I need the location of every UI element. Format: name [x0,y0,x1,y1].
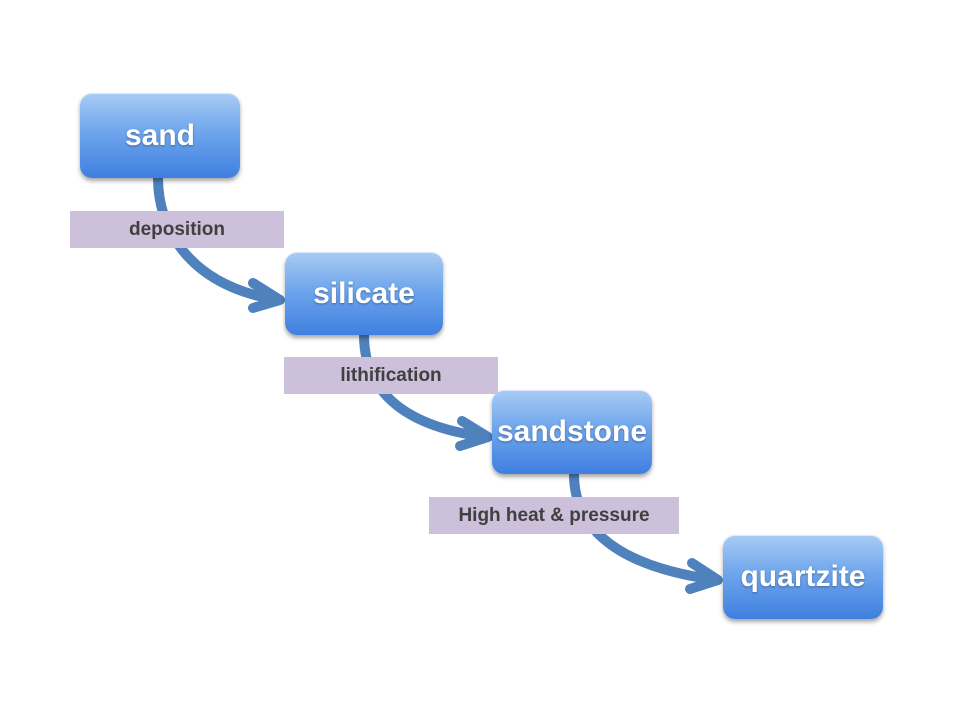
arrowhead-sand-to-silicate [248,278,285,313]
transition-label-lithification: lithification [284,357,498,394]
node-sand: sand [80,93,240,178]
node-silicate: silicate [285,252,443,335]
arrow-sand-to-silicate [153,173,283,305]
arrowhead-sandstone-to-quartzite [685,558,723,594]
node-sandstone: sandstone [492,390,652,474]
transition-label-heat-pressure: High heat & pressure [429,497,679,534]
arrowhead-silicate-to-sandstone [455,416,493,451]
arrow-silicate-to-sandstone [359,330,491,442]
arrow-sandstone-to-quartzite [569,469,721,585]
transition-label-deposition: deposition [70,211,284,248]
node-quartzite: quartzite [723,535,883,619]
